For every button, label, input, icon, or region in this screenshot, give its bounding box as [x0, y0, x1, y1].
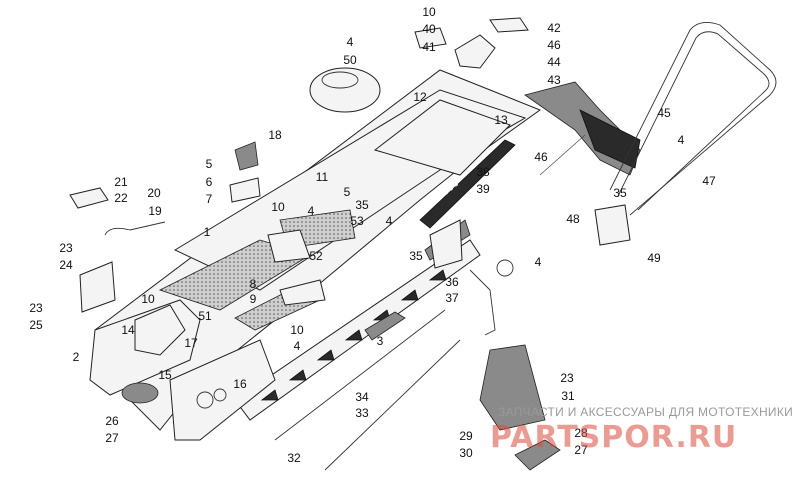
tunnel-assembly: 6000: [89, 69, 542, 471]
callout-35: 35: [613, 186, 627, 200]
rear-bumper: [609, 21, 777, 216]
callout-16: 16: [233, 377, 247, 391]
callout-5: 5: [344, 185, 351, 199]
callout-35: 35: [355, 198, 369, 212]
callout-2: 2: [73, 350, 80, 364]
callout-24: 24: [59, 258, 73, 272]
callout-43: 43: [547, 73, 561, 87]
callout-40: 40: [422, 22, 436, 36]
callout-4: 4: [535, 255, 542, 269]
callout-28: 28: [574, 426, 588, 440]
callout-41: 41: [422, 40, 436, 54]
callout-27: 27: [105, 431, 119, 445]
callout-21: 21: [114, 175, 128, 189]
callout-46: 46: [534, 150, 548, 164]
callout-3: 3: [377, 334, 384, 348]
callout-52: 52: [309, 249, 323, 263]
callout-32: 32: [287, 451, 301, 465]
watermark-logo: PARTSPOR.RU: [490, 420, 737, 455]
callout-50: 50: [343, 53, 357, 67]
callout-10: 10: [141, 292, 155, 306]
callout-9: 9: [250, 292, 257, 306]
callout-4: 4: [308, 204, 315, 218]
callout-35: 35: [409, 249, 423, 263]
callout-1: 1: [204, 225, 211, 239]
callout-10: 10: [290, 323, 304, 337]
callout-20: 20: [147, 186, 161, 200]
callout-27: 27: [574, 443, 588, 457]
callout-23: 23: [29, 301, 43, 315]
callout-26: 26: [105, 414, 119, 428]
callout-39: 39: [476, 182, 490, 196]
callout-10: 10: [422, 5, 436, 19]
callout-7: 7: [206, 192, 213, 206]
callout-4: 4: [294, 339, 301, 353]
callout-8: 8: [250, 277, 257, 291]
callout-51: 51: [198, 309, 212, 323]
callout-11: 11: [316, 170, 329, 184]
callout-19: 19: [148, 204, 162, 218]
callout-14: 14: [121, 323, 135, 337]
callout-labels: 1234444445567891010101011121314151617181…: [29, 5, 716, 465]
callout-37: 37: [445, 291, 459, 305]
callout-5: 5: [206, 157, 213, 171]
callout-44: 44: [547, 55, 561, 69]
callout-47: 47: [702, 174, 716, 188]
small-parts: [69, 27, 561, 471]
callout-29: 29: [459, 429, 473, 443]
callout-4: 4: [386, 214, 393, 228]
callout-34: 34: [355, 390, 369, 404]
callout-4: 4: [678, 133, 685, 147]
callout-36: 36: [445, 275, 459, 289]
callout-6: 6: [206, 175, 213, 189]
callout-38: 38: [476, 165, 490, 179]
callout-46: 46: [547, 38, 561, 52]
callout-15: 15: [158, 368, 172, 382]
callout-33: 33: [355, 406, 369, 420]
callout-48: 48: [566, 212, 580, 226]
callout-23: 23: [560, 371, 574, 385]
seat-part: [309, 67, 381, 113]
callout-4: 4: [347, 35, 354, 49]
callout-49: 49: [647, 251, 661, 265]
callout-45: 45: [657, 106, 671, 120]
callout-25: 25: [29, 318, 43, 332]
callout-30: 30: [459, 446, 473, 460]
callout-23: 23: [59, 241, 73, 255]
callout-13: 13: [494, 113, 508, 127]
callout-17: 17: [184, 336, 198, 350]
callout-10: 10: [271, 200, 285, 214]
callout-12: 12: [413, 90, 427, 104]
callout-42: 42: [547, 21, 561, 35]
hitch-part: [594, 204, 631, 246]
callout-31: 31: [561, 389, 575, 403]
taillight-part: [454, 17, 529, 69]
callout-53: 53: [350, 214, 364, 228]
watermark: ЗАПЧАСТИ И АКСЕССУАРЫ ДЛЯ МОТОТЕХНИКИ PA…: [490, 405, 793, 455]
callout-22: 22: [114, 191, 128, 205]
watermark-caption: ЗАПЧАСТИ И АКСЕССУАРЫ ДЛЯ МОТОТЕХНИКИ: [498, 405, 793, 419]
callout-18: 18: [268, 128, 282, 142]
